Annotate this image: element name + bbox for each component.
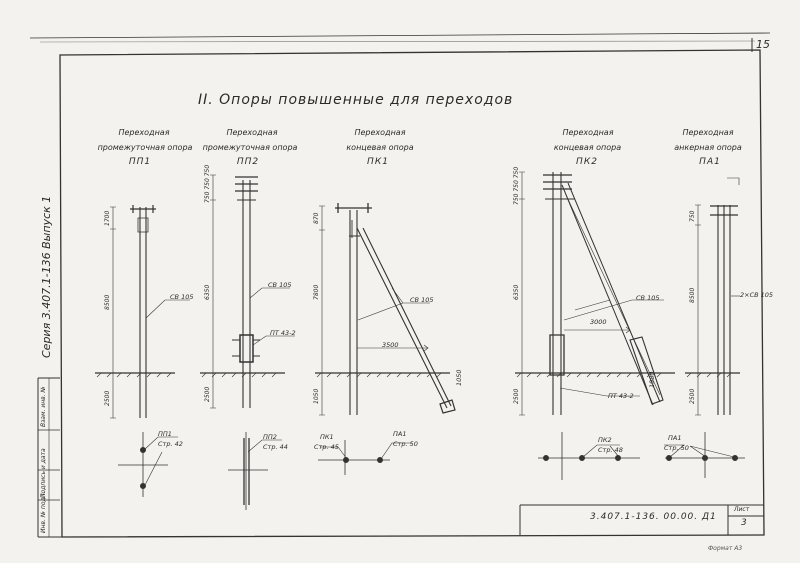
plan-page-pk1-anchor: Стр. 50 xyxy=(393,440,418,448)
label-pp2-pole: СВ 105 xyxy=(268,281,292,289)
caption-pk2-line1: Переходная xyxy=(562,128,614,137)
label-pk2-span: 3000 xyxy=(590,318,607,326)
caption-pk1-line1: Переходная xyxy=(354,128,406,137)
label-pk1-anchor: 1050 xyxy=(455,369,463,386)
plan-page-pp1: Стр. 42 xyxy=(158,440,183,448)
dim-pa1-top: 750 xyxy=(689,210,696,222)
label-pa1-pole: 2×СВ 105 xyxy=(740,291,774,299)
dim-pa1-bottom: 2500 xyxy=(689,388,696,404)
page-number: 15 xyxy=(756,38,770,51)
dim-pk1-mid: 7800 xyxy=(313,284,320,300)
plan-page-pa1: Стр. 50 xyxy=(664,444,689,452)
dim-pk1-top: 870 xyxy=(313,212,320,224)
label-pk1-pole: СВ 105 xyxy=(410,296,434,304)
sheet-number: 3 xyxy=(741,518,747,528)
caption-pp2-line1: Переходная xyxy=(226,128,278,137)
side-stamp-signature: Подпись и дата xyxy=(40,448,47,498)
caption-pp2-line2: промежуточная опора xyxy=(202,143,298,152)
dim-pa1-mid: 8500 xyxy=(689,287,696,303)
footer-note: Формат А3 xyxy=(708,545,743,552)
dim-pp1-top: 1700 xyxy=(104,210,111,226)
caption-pa1-line1: Переходная xyxy=(682,128,734,137)
plan-ref-pk1-anchor: ПА1 xyxy=(393,430,407,438)
label-pp1-pole: СВ 105 xyxy=(170,293,194,301)
series-stamp: Серия 3.407.1-136 Выпуск 1 xyxy=(40,195,53,358)
caption-pp1-line1: Переходная xyxy=(118,128,170,137)
label-pk2-anchor: 1980 xyxy=(648,371,656,388)
plan-ref-pa1: ПА1 xyxy=(668,434,682,442)
section-heading: II. Опоры повышенные для переходов xyxy=(198,92,514,108)
plan-ref-pp2: ПП2 xyxy=(263,433,277,441)
plan-ref-pk2: ПК2 xyxy=(598,436,612,444)
caption-pa1-line2: анкерная опора xyxy=(674,143,742,152)
dim-pp1-bottom: 2500 xyxy=(104,390,111,406)
label-pk2-footing: ПТ 43-2 xyxy=(608,392,634,400)
dim-pk2-mid: 6350 xyxy=(513,284,520,300)
support-code-pp2: ПП2 xyxy=(236,157,260,167)
dim-pp2-bottom: 2500 xyxy=(204,386,211,402)
dim-pp2-top: 750 750 750 xyxy=(204,164,211,203)
caption-pp1-line2: промежуточная опора xyxy=(97,143,193,152)
plan-page-pp2: Стр. 44 xyxy=(263,443,288,451)
plan-ref-pk1: ПК1 xyxy=(320,433,334,441)
label-pp2-footing: ПТ 43-2 xyxy=(270,329,296,337)
caption-pk2-line2: концевая опора xyxy=(553,143,622,152)
label-pk2-pole: СВ 105 xyxy=(636,294,660,302)
plan-page-pk2: Стр. 48 xyxy=(598,446,623,454)
dim-pk2-top: 750 750 750 xyxy=(513,166,520,205)
side-stamp-replace: Взам. инв. № xyxy=(40,386,47,427)
support-code-pp1: ПП1 xyxy=(128,157,152,167)
support-code-pk2: ПК2 xyxy=(576,157,598,167)
dim-pp2-mid: 6350 xyxy=(204,284,211,300)
document-code: 3.407.1-136. 00.00. Д1 xyxy=(590,512,717,522)
sheet-label: Лист xyxy=(734,506,750,513)
dim-pk1-bottom: 1050 xyxy=(313,388,320,404)
dim-pk2-bottom: 2500 xyxy=(513,388,520,404)
support-code-pa1: ПА1 xyxy=(699,157,721,167)
plan-ref-pp1: ПП1 xyxy=(158,430,172,438)
caption-pk1-line2: концевая опора xyxy=(346,143,414,152)
label-pk1-span: 3500 xyxy=(382,341,399,349)
support-code-pk1: ПК1 xyxy=(367,157,389,167)
plan-page-pk1: Стр. 45 xyxy=(314,443,339,451)
dim-pp1-mid: 8500 xyxy=(104,294,111,310)
